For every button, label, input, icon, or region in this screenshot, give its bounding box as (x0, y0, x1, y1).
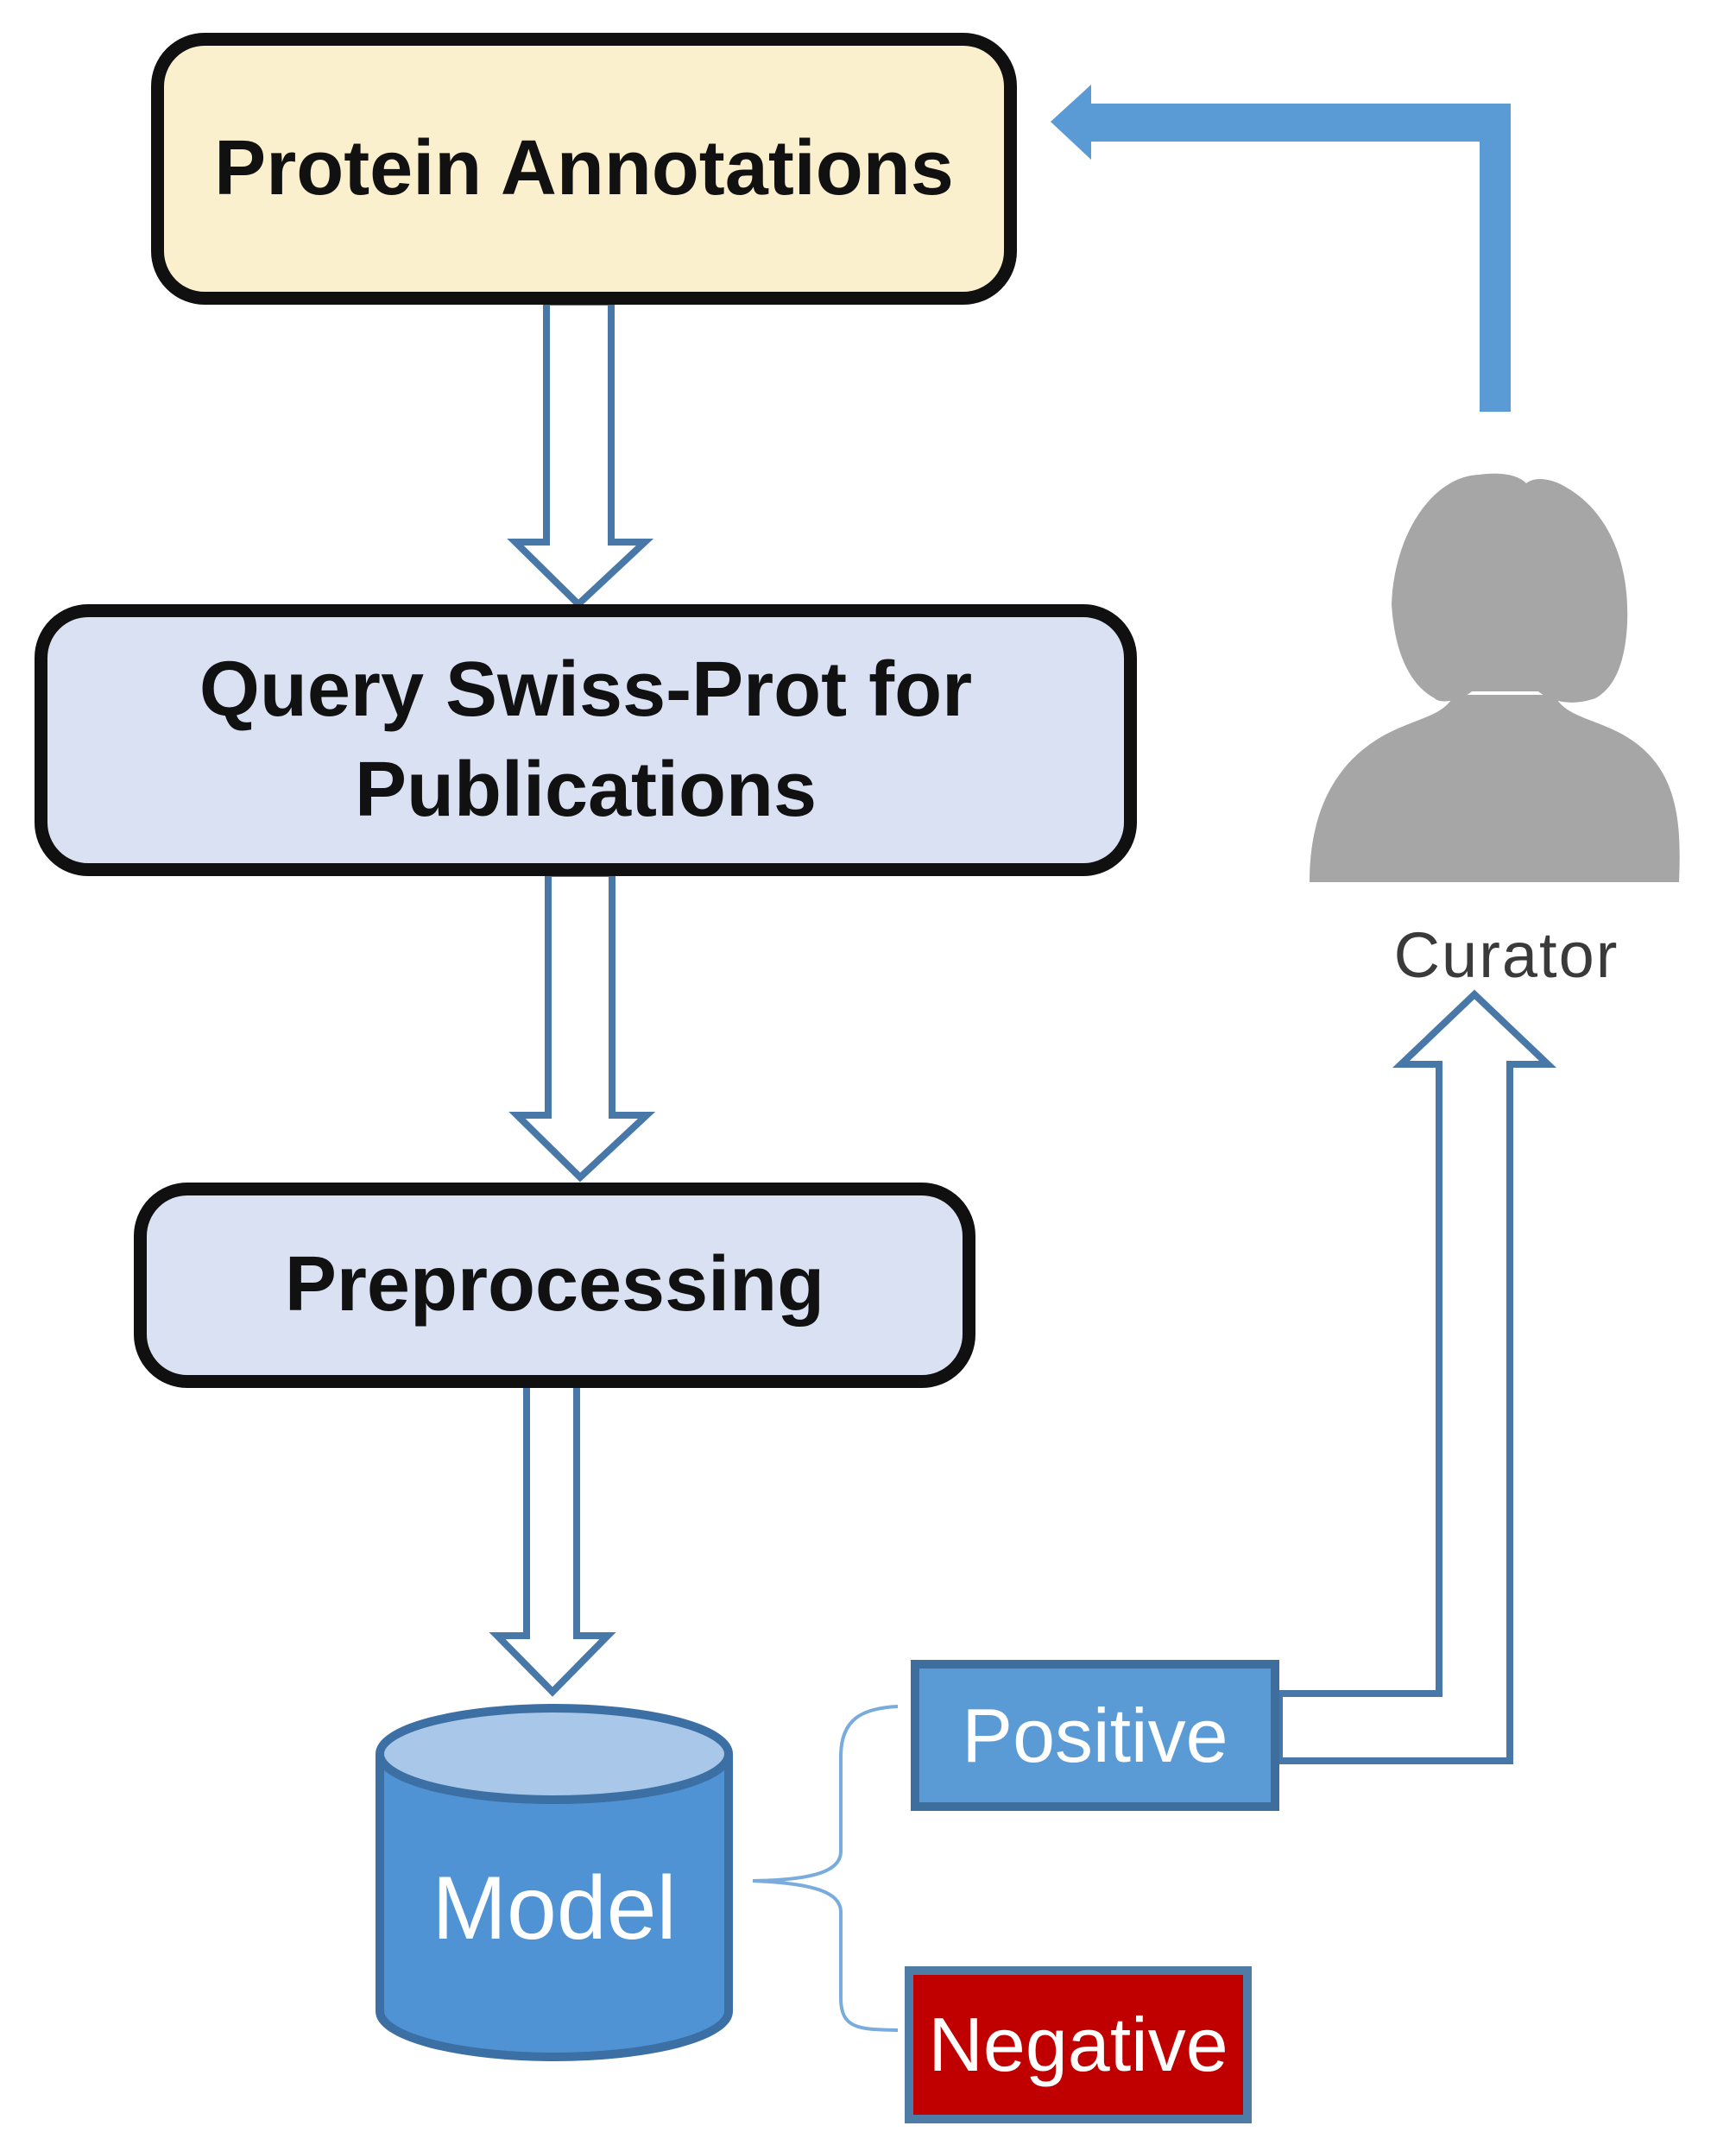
positive-to-curator-arrow-icon (1276, 989, 1556, 1764)
curator-to-protein-arrow-icon (1051, 85, 1511, 412)
node-preprocessing: Preprocessing (134, 1183, 975, 1388)
query-swissprot-line1: Query Swiss-Prot for (199, 647, 973, 734)
model-database-cylinder (376, 1704, 733, 2061)
model-label: Model (432, 1858, 677, 1959)
down-arrow-2-icon (508, 870, 656, 1183)
preprocessing-label: Preprocessing (284, 1241, 825, 1328)
down-arrow-1-icon (507, 299, 654, 609)
curator-person-icon (1310, 473, 1680, 882)
protein-annotations-label: Protein Annotations (214, 124, 954, 211)
query-swissprot-line2: Publications (354, 746, 817, 833)
node-protein-annotations: Protein Annotations (151, 33, 1017, 305)
node-query-swissprot: Query Swiss-Prot for Publications (35, 604, 1137, 876)
down-arrow-3-icon (489, 1379, 616, 1697)
node-positive: Positive (911, 1660, 1279, 1811)
query-swissprot-label: Query Swiss-Prot for Publications (199, 640, 972, 839)
positive-label: Positive (962, 1692, 1228, 1778)
negative-label: Negative (928, 2002, 1228, 2087)
model-outputs-brace-icon (752, 1705, 899, 2032)
node-negative: Negative (905, 1966, 1252, 2123)
curator-label: Curator (1393, 919, 1619, 991)
